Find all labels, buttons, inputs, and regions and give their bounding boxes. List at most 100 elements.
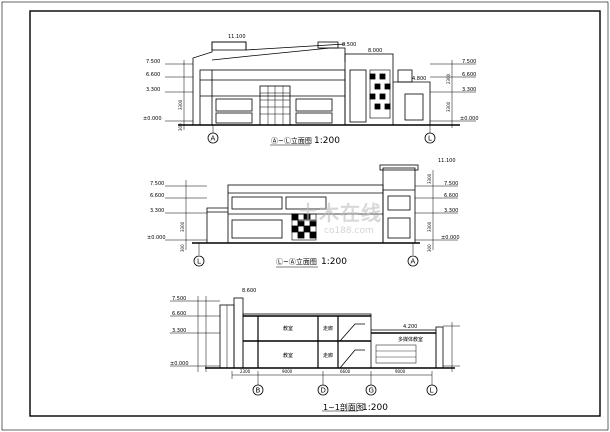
dim-label: 3300 — [427, 221, 432, 232]
view-title: 1~1剖面图 — [323, 402, 364, 412]
axis-bubble — [317, 384, 329, 396]
roof-box — [211, 41, 247, 51]
dim-label: 2300 — [446, 73, 451, 84]
window — [231, 196, 283, 210]
axis-label: D — [321, 387, 326, 395]
level-label: 7.500 — [172, 296, 186, 302]
axis-label: L — [197, 258, 201, 266]
elevation-label: 4.800 — [412, 76, 426, 82]
axis-label: L — [430, 387, 434, 395]
hall-seating — [375, 344, 417, 364]
dim-label: 9000 — [395, 369, 406, 374]
dim-label: 3300 — [446, 101, 451, 112]
level-label: 7.500 — [444, 181, 458, 187]
level-label: 3.300 — [150, 208, 164, 214]
right-level-marks — [430, 60, 476, 128]
dim-label: 6600 — [340, 369, 351, 374]
tower-cap — [379, 164, 419, 171]
view-scale: 1:200 — [362, 403, 388, 413]
left-level-marks — [165, 60, 193, 130]
level-label: 7.500 — [146, 59, 160, 65]
level-label: 3.300 — [146, 87, 160, 93]
dim-label: 3300 — [178, 99, 183, 110]
axis-bubble — [426, 384, 438, 396]
left-level-marks — [170, 296, 220, 372]
elevation-l-a — [165, 164, 458, 268]
dim-label: 9000 — [282, 369, 293, 374]
window — [215, 112, 253, 124]
inner-border — [29, 10, 601, 417]
elevation-label: 11.100 — [438, 158, 456, 164]
stair — [339, 323, 365, 342]
level-label: ±0.000 — [170, 361, 189, 367]
axis-label: L — [428, 135, 432, 143]
stair-tower — [382, 167, 416, 244]
dim-label: 3300 — [180, 221, 185, 232]
right-dim-marks — [443, 322, 460, 372]
level-label: 7.500 — [150, 181, 164, 187]
view-scale: 1:200 — [321, 257, 347, 267]
window — [397, 69, 413, 83]
view-title: Ⓛ~Ⓐ立面图 — [276, 257, 317, 266]
tower-outline — [192, 41, 247, 125]
stair — [339, 349, 365, 369]
axis-label: A — [211, 135, 216, 143]
level-label: ±0.000 — [147, 235, 166, 241]
watermark-logo: 土木在线 — [298, 201, 382, 225]
hall-outline — [371, 329, 437, 368]
dim-label: 300 — [178, 123, 183, 131]
section-1-1 — [170, 296, 460, 412]
axis-label: G — [369, 387, 374, 395]
dim-label: 3300 — [427, 173, 432, 184]
axis-bubble — [207, 132, 219, 144]
window — [231, 219, 283, 239]
level-label: 3.300 — [462, 87, 476, 93]
parapet — [435, 326, 444, 369]
view-scale: 1:200 — [314, 136, 340, 146]
level-label: 3.300 — [444, 208, 458, 214]
axis-bubble — [424, 132, 436, 144]
elevation-label: 4.200 — [403, 324, 417, 330]
axis-bubble — [365, 384, 377, 396]
annotation-text: 11.100 8.500 8.000 4.800 7.500 6.600 3.3… — [143, 34, 479, 413]
window — [215, 98, 253, 112]
level-label: ±0.000 — [441, 235, 460, 241]
elevation-label: 8.500 — [342, 42, 356, 48]
main-body — [199, 69, 346, 126]
level-label: 6.600 — [172, 311, 186, 317]
window — [349, 69, 367, 123]
dim-label: 2300 — [240, 369, 251, 374]
window — [387, 217, 411, 239]
checker-panel — [369, 69, 391, 119]
roof-parapet — [317, 41, 339, 49]
glazing-grid — [260, 86, 290, 125]
axis-bubble — [407, 255, 419, 267]
view-title: Ⓐ~Ⓛ立面图 — [271, 136, 312, 145]
left-porch — [206, 207, 228, 243]
window — [295, 112, 333, 124]
watermark-url: co188.com — [324, 226, 374, 236]
window — [285, 196, 327, 210]
parapet — [233, 297, 244, 369]
room-label: 教室 — [283, 325, 293, 332]
room-label: 多媒体教室 — [398, 336, 423, 343]
dim-label: 300 — [427, 244, 432, 252]
stair-tower — [344, 53, 394, 126]
right-level-marks — [415, 170, 458, 250]
level-label: 7.500 — [462, 59, 476, 65]
level-label: 6.600 — [146, 72, 160, 78]
room-label: 走廊 — [323, 352, 333, 359]
level-label: 6.600 — [444, 193, 458, 199]
dim-label: 300 — [180, 244, 185, 252]
level-label: ±0.000 — [460, 116, 479, 122]
window — [295, 98, 333, 112]
room-label: 走廊 — [323, 325, 333, 332]
elevation-label: 8.000 — [368, 48, 382, 54]
axis-bubble — [193, 255, 205, 267]
left-level-marks — [165, 180, 207, 250]
roof-line — [245, 43, 346, 51]
axis-label: B — [256, 387, 261, 395]
right-wing — [393, 81, 431, 125]
elevation-a-l — [165, 41, 476, 146]
